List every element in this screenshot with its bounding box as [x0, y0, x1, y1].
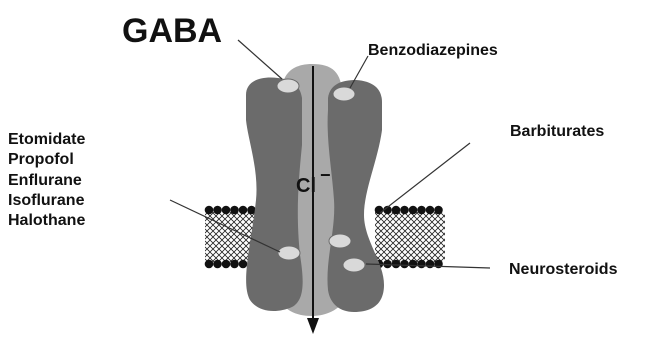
label-isoflurane: Isoflurane: [8, 192, 85, 209]
binding-site-anesthetic: [278, 246, 300, 260]
lipid-head: [239, 260, 248, 269]
membrane-right-tails: [375, 212, 445, 262]
lipid-head: [205, 206, 214, 215]
membrane-right: [375, 206, 445, 269]
leader-barbiturates: [380, 143, 470, 213]
binding-site-neurosteroid: [343, 258, 365, 272]
chloride-ion-label: Cl: [296, 175, 316, 197]
lipid-head: [426, 206, 435, 215]
binding-site-gaba: [277, 79, 299, 93]
lipid-head: [205, 260, 214, 269]
lipid-head: [434, 206, 443, 215]
label-barbiturates: Barbiturates: [510, 123, 604, 140]
binding-site-benzodiazepine: [333, 87, 355, 101]
lipid-head: [409, 206, 418, 215]
label-neurosteroids: Neurosteroids: [509, 261, 618, 278]
anesthetics-list: Etomidate Propofol Enflurane Isoflurane …: [8, 131, 85, 229]
label-halothane: Halothane: [8, 212, 85, 229]
lipid-head: [222, 206, 231, 215]
lipid-head: [400, 206, 409, 215]
receptor-subunit-left: [246, 78, 303, 312]
label-enflurane: Enflurane: [8, 172, 82, 189]
lipid-head: [230, 260, 239, 269]
lipid-head: [409, 260, 418, 269]
lipid-head: [417, 260, 426, 269]
lipid-head: [213, 260, 222, 269]
label-gaba: GABA: [122, 12, 222, 50]
lipid-head: [222, 260, 231, 269]
lipid-head: [213, 206, 222, 215]
lipid-head: [239, 206, 248, 215]
label-etomidate: Etomidate: [8, 131, 85, 148]
label-propofol: Propofol: [8, 151, 74, 168]
lipid-head: [392, 206, 401, 215]
chloride-ion-charge: −: [320, 165, 331, 185]
label-benzodiazepines: Benzodiazepines: [368, 42, 498, 59]
lipid-head: [417, 206, 426, 215]
lipid-head: [230, 206, 239, 215]
lipid-head: [400, 260, 409, 269]
receptor-subunit-right: [327, 80, 384, 312]
lipid-head: [375, 206, 384, 215]
lipid-head: [426, 260, 435, 269]
leader-gaba: [238, 40, 282, 79]
binding-site-barbiturate: [329, 234, 351, 248]
lipid-head: [392, 260, 401, 269]
